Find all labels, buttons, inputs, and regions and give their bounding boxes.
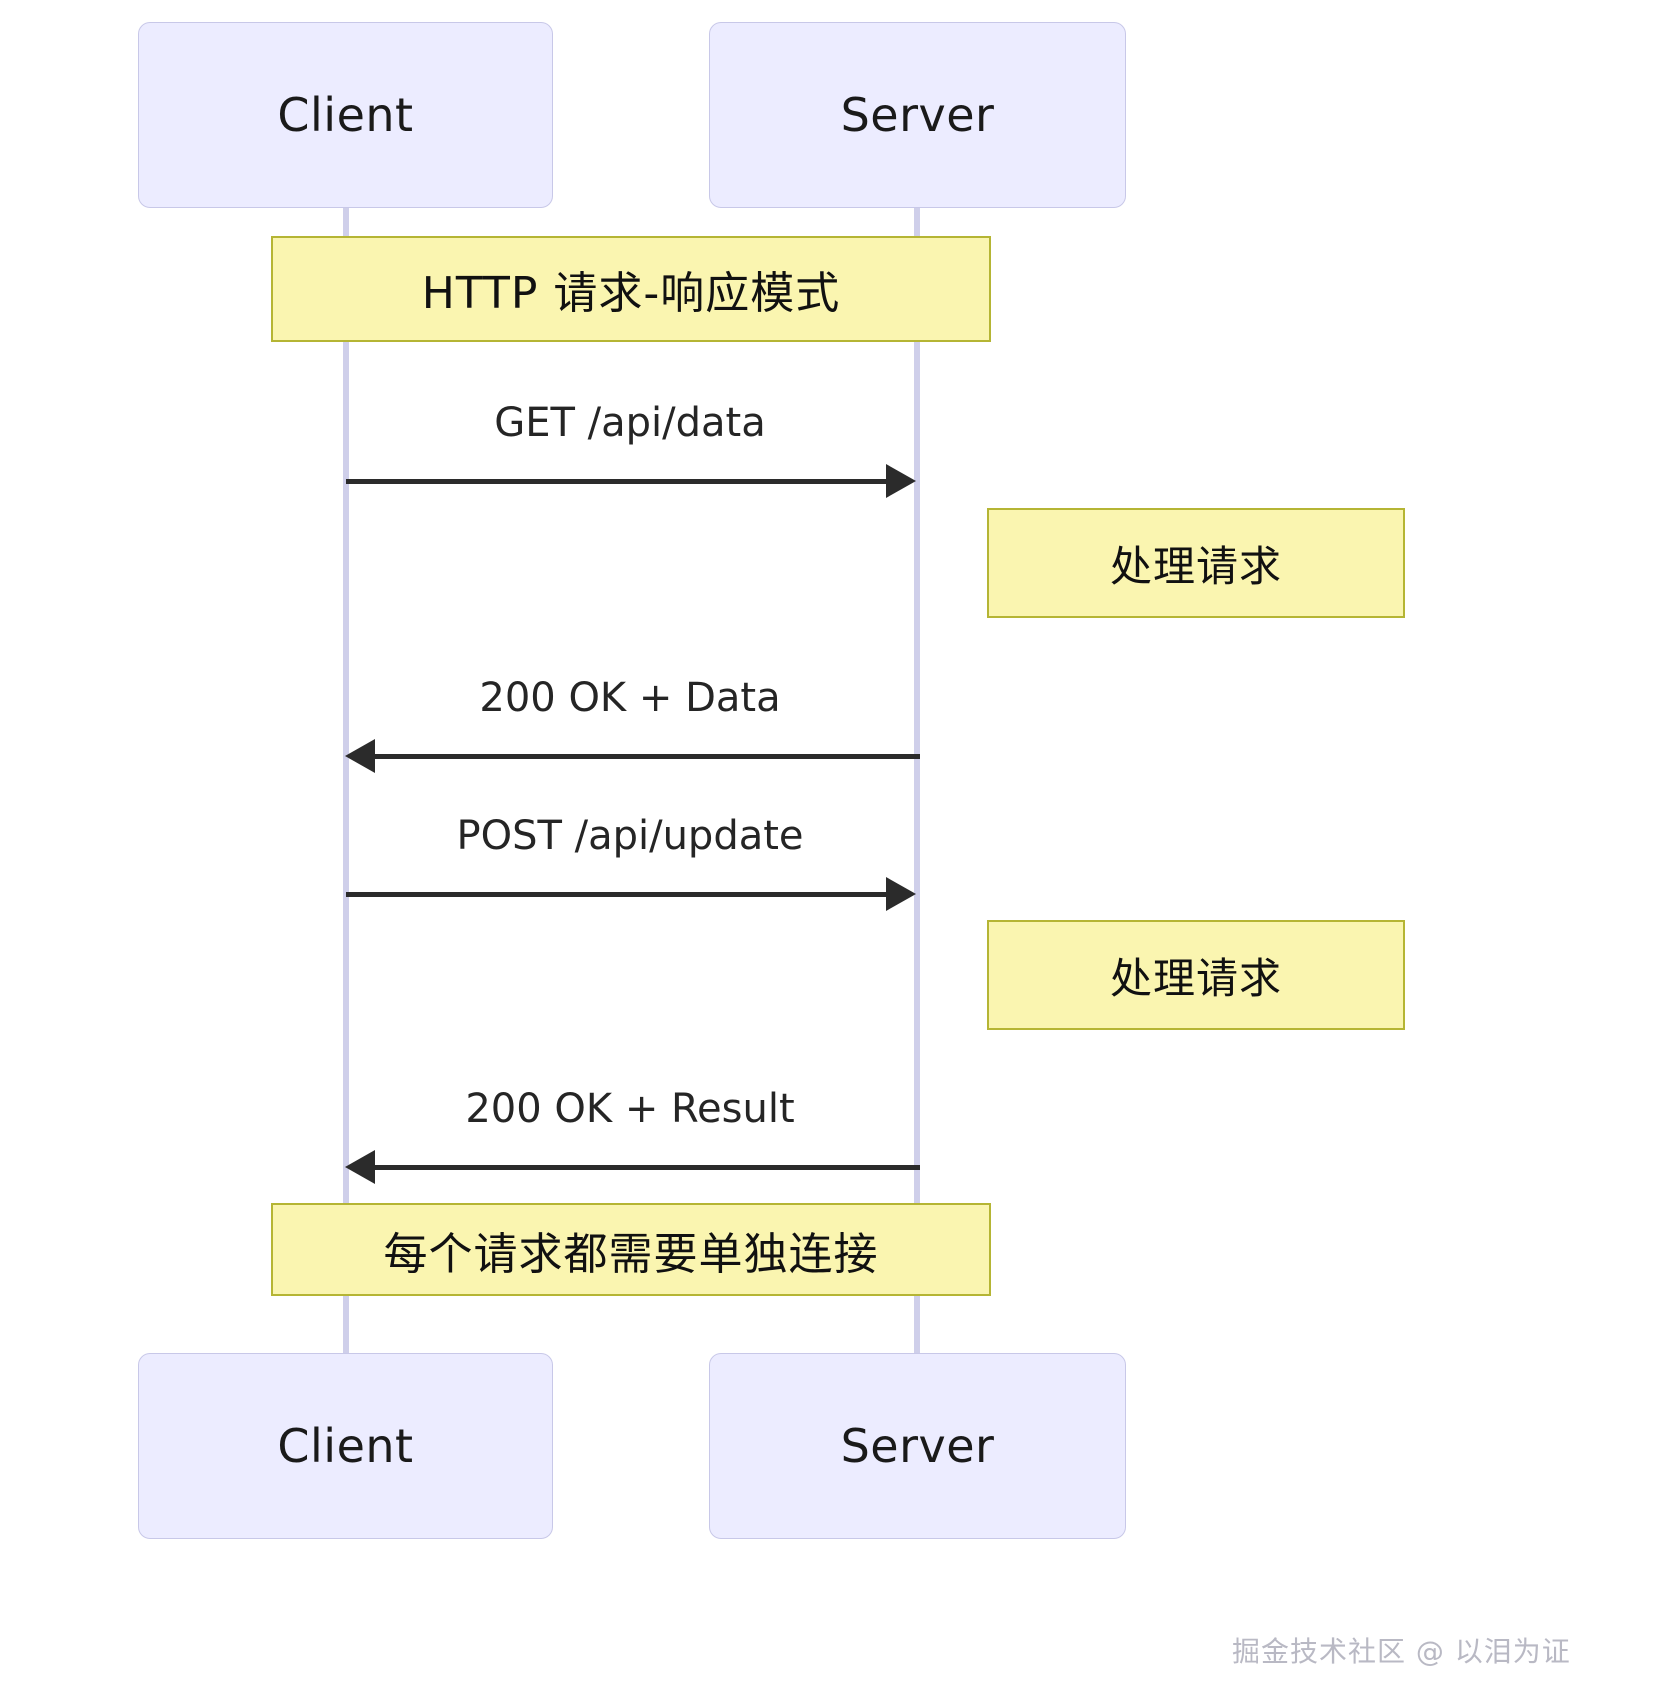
message-3-label: POST /api/update [456,813,804,859]
message-1-line [346,479,891,484]
message-1-label: GET /api/data [494,400,766,446]
note-http-request-response-mode[interactable]: HTTP 请求-响应模式 [271,236,991,342]
message-1-arrowhead-icon [886,464,916,498]
message-4-label: 200 OK + Result [465,1086,795,1132]
message-4-arrowhead-icon [345,1150,375,1184]
participant-client-top-label: Client [277,88,414,142]
note-process-request-2-label: 处理请求 [1109,953,1282,1003]
note-process-request-2[interactable]: 处理请求 [987,920,1405,1030]
message-4-line [375,1165,920,1170]
lifeline-server [914,208,920,1356]
participant-server-top[interactable]: Server [709,22,1126,208]
note-process-request-1-label: 处理请求 [1109,541,1282,591]
message-3-line [346,892,891,897]
watermark: 掘金技术社区 @ 以泪为证 [1232,1635,1571,1668]
message-2-arrowhead-icon [345,739,375,773]
participant-server-top-label: Server [840,88,995,142]
lifeline-client [343,208,349,1356]
participant-client-bottom[interactable]: Client [138,1353,553,1539]
message-2-line [375,754,920,759]
note-each-request-needs-separate-connection[interactable]: 每个请求都需要单独连接 [271,1203,991,1296]
participant-server-bottom-label: Server [840,1419,995,1473]
note-http-request-response-mode-label: HTTP 请求-响应模式 [421,268,841,319]
participant-server-bottom[interactable]: Server [709,1353,1126,1539]
message-2-label: 200 OK + Data [479,675,781,721]
participant-client-bottom-label: Client [277,1419,414,1473]
note-each-request-needs-separate-connection-label: 每个请求都需要单独连接 [383,1228,879,1280]
participant-client-top[interactable]: Client [138,22,553,208]
message-3-arrowhead-icon [886,877,916,911]
note-process-request-1[interactable]: 处理请求 [987,508,1405,618]
